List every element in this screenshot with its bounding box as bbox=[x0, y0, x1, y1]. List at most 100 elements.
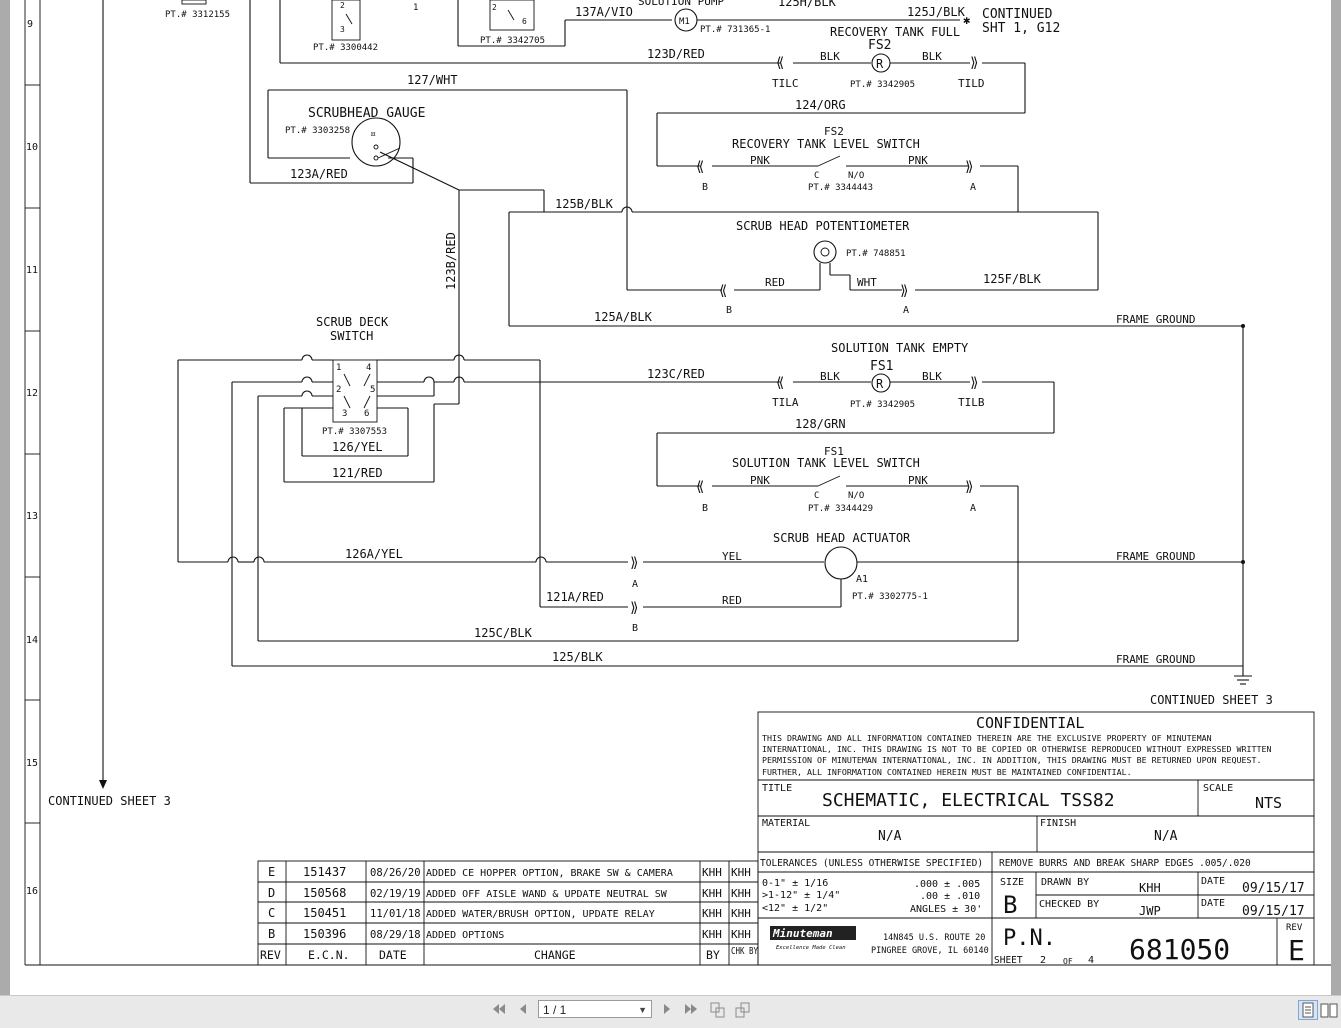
table-header: E.C.N. bbox=[308, 948, 350, 962]
wire-label: 121/RED bbox=[332, 466, 383, 480]
navigate-back-icon bbox=[710, 1002, 725, 1018]
fs1-switch-label: FS1 bbox=[824, 445, 844, 458]
wire-label: 125J/BLK bbox=[907, 5, 966, 19]
table-cell: ADDED CE HOPPER OPTION, BRAKE SW & CAMER… bbox=[426, 868, 673, 879]
svg-text:1: 1 bbox=[336, 363, 341, 373]
confidential-text: PERMISSION OF MINUTEMAN INTERNATIONAL, I… bbox=[762, 755, 1262, 765]
last-page-button[interactable] bbox=[682, 1002, 700, 1020]
company-logo: Minuteman Excellence Made Clean bbox=[770, 926, 856, 951]
table-cell: 151437 bbox=[303, 865, 346, 879]
connector-label: A bbox=[632, 579, 638, 590]
next-page-button[interactable] bbox=[658, 1002, 676, 1020]
previous-page-button[interactable] bbox=[514, 1002, 532, 1020]
wire-label: 125F/BLK bbox=[983, 272, 1042, 286]
table-cell: 08/26/20 bbox=[370, 867, 421, 879]
table-header: BY bbox=[706, 948, 720, 962]
wire-label: 121A/RED bbox=[546, 590, 604, 604]
svg-text:CHECKED BY: CHECKED BY bbox=[1039, 899, 1099, 910]
wire-label: 126A/YEL bbox=[345, 547, 403, 561]
svg-text:✱: ✱ bbox=[963, 13, 970, 27]
table-cell: 11/01/18 bbox=[370, 908, 421, 920]
connector-label: A bbox=[970, 503, 976, 514]
checked-by-value: JWP bbox=[1139, 904, 1161, 918]
continued-left-label: CONTINUED SHEET 3 bbox=[48, 794, 171, 808]
motor-label: M1 bbox=[679, 17, 690, 27]
svg-text:0-1" ± 1/16: 0-1" ± 1/16 bbox=[762, 878, 828, 889]
table-cell: 02/19/19 bbox=[370, 888, 421, 900]
schematic-diagram: 9 10 11 12 13 14 15 16 CONTINUED SHEET 3… bbox=[24, 0, 1331, 967]
navigate-forward-button[interactable] bbox=[734, 1002, 752, 1020]
row-number: 11 bbox=[26, 265, 38, 276]
svg-text:2: 2 bbox=[336, 385, 341, 395]
svg-text:Minuteman: Minuteman bbox=[772, 927, 833, 940]
table-header: CHK BY bbox=[731, 946, 758, 957]
connector-label: A bbox=[903, 305, 909, 316]
table-cell: 08/29/18 bbox=[370, 929, 421, 941]
wire-label: 126/YEL bbox=[332, 440, 383, 454]
svg-text:SHEET: SHEET bbox=[994, 955, 1023, 966]
table-cell: ADDED OFF AISLE WAND & UPDATE NEUTRAL SW bbox=[426, 889, 668, 900]
navigate-forward-icon bbox=[735, 1002, 750, 1018]
navigate-back-button[interactable] bbox=[709, 1002, 727, 1020]
svg-text:R: R bbox=[876, 57, 884, 71]
scale-value: NTS bbox=[1255, 794, 1282, 812]
chevron-down-icon: ▼ bbox=[638, 1005, 647, 1015]
svg-text:.00 ± .010: .00 ± .010 bbox=[920, 891, 980, 902]
svg-text:1: 1 bbox=[413, 3, 418, 13]
single-page-icon bbox=[1302, 1002, 1314, 1018]
drawn-date-value: 09/15/17 bbox=[1242, 881, 1305, 896]
page-number-select[interactable]: 1 / 1 ▼ bbox=[538, 1000, 652, 1018]
connector-label: B bbox=[726, 305, 732, 316]
checked-date-value: 09/15/17 bbox=[1242, 904, 1305, 919]
svg-text:TOLERANCES (UNLESS OTHERWISE S: TOLERANCES (UNLESS OTHERWISE SPECIFIED) bbox=[760, 858, 983, 869]
previous-page-icon bbox=[520, 1004, 526, 1014]
first-page-button[interactable] bbox=[490, 1002, 508, 1020]
connector-label: YEL bbox=[722, 550, 742, 563]
connector-label: PNK bbox=[750, 154, 770, 167]
scrub-deck-switch-label: SWITCH bbox=[330, 329, 373, 343]
solution-tank-level-switch-label: SOLUTION TANK LEVEL SWITCH bbox=[732, 456, 920, 470]
svg-text:⟪: ⟪ bbox=[696, 159, 704, 175]
wire-label: 123A/RED bbox=[290, 167, 348, 181]
table-cell: KHH bbox=[702, 928, 722, 941]
connector-label: PNK bbox=[908, 154, 928, 167]
svg-text:DRAWN BY: DRAWN BY bbox=[1041, 877, 1089, 888]
table-cell: C bbox=[268, 906, 275, 920]
table-cell: ADDED OPTIONS bbox=[426, 930, 504, 941]
svg-text:<12" ± 1/2": <12" ± 1/2" bbox=[762, 903, 828, 914]
svg-text:4: 4 bbox=[1088, 955, 1094, 966]
table-cell: ADDED WATER/BRUSH OPTION, UPDATE RELAY bbox=[426, 909, 655, 920]
table-cell: D bbox=[268, 886, 275, 900]
single-page-view-button[interactable] bbox=[1298, 1000, 1318, 1020]
finish-value: N/A bbox=[1154, 829, 1178, 844]
two-page-icon bbox=[1320, 1003, 1338, 1018]
svg-text:R: R bbox=[876, 377, 884, 391]
svg-text:Excellence Made Clean: Excellence Made Clean bbox=[776, 945, 846, 951]
svg-text:C: C bbox=[814, 491, 819, 501]
svg-text:OF: OF bbox=[1063, 957, 1073, 966]
svg-text:TITLE: TITLE bbox=[762, 783, 792, 794]
svg-text:DATE: DATE bbox=[1201, 876, 1225, 887]
wire-label: 125A/BLK bbox=[594, 310, 653, 324]
svg-text:MATERIAL: MATERIAL bbox=[762, 818, 810, 829]
wire-label: 123D/RED bbox=[647, 47, 705, 61]
wire-label: 125C/BLK bbox=[474, 626, 533, 640]
connector-label: RED bbox=[722, 594, 742, 607]
two-page-view-button[interactable] bbox=[1320, 1002, 1338, 1020]
table-cell: 150396 bbox=[303, 927, 346, 941]
row-number: 12 bbox=[26, 388, 38, 399]
wire-label: 123C/RED bbox=[647, 367, 705, 381]
row-number: 10 bbox=[26, 142, 38, 153]
fs2-switch-label: FS2 bbox=[824, 125, 844, 138]
svg-text:3: 3 bbox=[340, 25, 345, 34]
connector-label: RED bbox=[765, 276, 785, 289]
svg-text:⟫: ⟫ bbox=[965, 479, 973, 495]
table-header: CHANGE bbox=[534, 948, 576, 962]
part-number: PT.# 3302775-1 bbox=[852, 592, 928, 602]
table-header: DATE bbox=[379, 948, 407, 962]
sheet-frame: 9 10 11 12 13 14 15 16 bbox=[24, 0, 1331, 966]
confidential-text: THIS DRAWING AND ALL INFORMATION CONTAIN… bbox=[762, 733, 1212, 743]
frame-ground-label: FRAME GROUND bbox=[1116, 653, 1195, 666]
revision-table: E 151437 08/26/20 ADDED CE HOPPER OPTION… bbox=[257, 860, 759, 966]
confidential-text: INTERNATIONAL, INC. THIS DRAWING IS NOT … bbox=[762, 744, 1272, 754]
